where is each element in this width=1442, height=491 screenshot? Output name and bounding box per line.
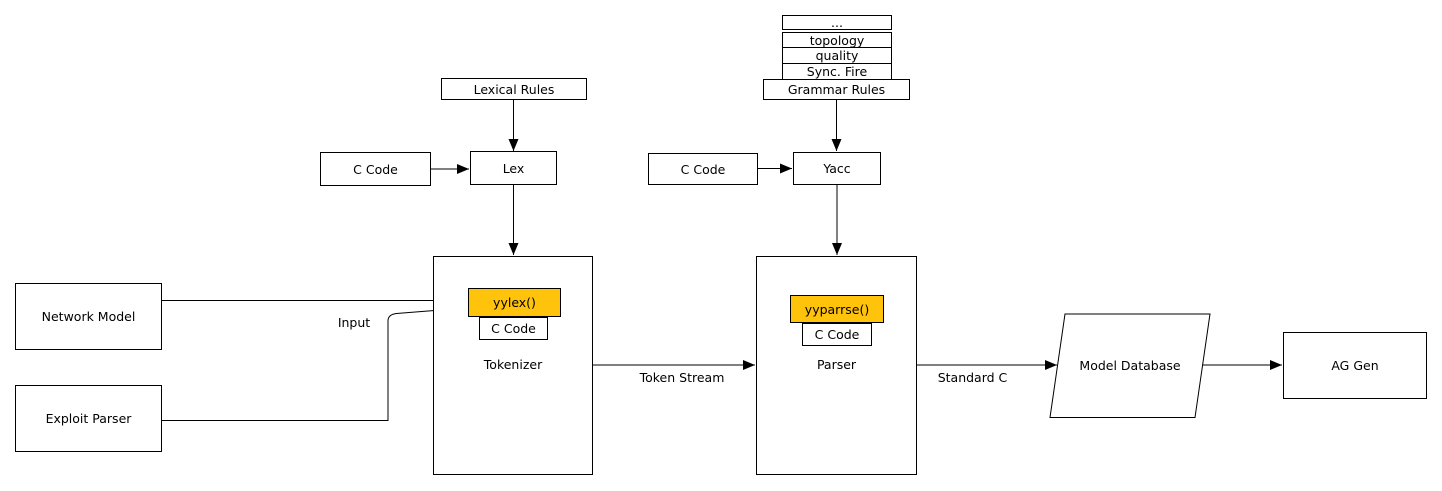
tokenizer-label: Tokenizer	[483, 357, 543, 372]
grammar-rules-node: Grammar Rules	[763, 79, 910, 100]
edge-exploit-parser-to-yylex	[162, 303, 467, 421]
ag-gen-node: AG Gen	[1283, 332, 1427, 399]
standard-c-edge-label: Standard C	[937, 370, 1008, 385]
stack-row-sync-fire: Sync. Fire	[782, 63, 892, 80]
tokenizer-node: yylex() C Code Tokenizer	[433, 256, 593, 475]
c-code-yacc-node: C Code	[648, 153, 758, 185]
model-database-shape	[1049, 313, 1211, 418]
lexical-rules-node: Lexical Rules	[441, 78, 587, 100]
stack-row-quality: quality	[782, 47, 892, 64]
yylex-function-node: yylex()	[468, 288, 561, 317]
parser-node: yyparrse() C Code Parser	[756, 256, 917, 475]
tokenizer-c-code-node: C Code	[479, 317, 548, 340]
yacc-node: Yacc	[793, 152, 881, 185]
exploit-parser-node: Exploit Parser	[15, 385, 162, 452]
parser-label: Parser	[816, 357, 857, 372]
token-stream-edge-label: Token Stream	[639, 370, 725, 385]
model-database-label: Model Database	[1079, 357, 1181, 373]
c-code-lex-node: C Code	[320, 152, 431, 186]
input-edge-label: Input	[337, 314, 371, 330]
stack-row-topology: topology	[782, 32, 892, 48]
yyparrse-function-node: yyparrse()	[790, 295, 884, 323]
lex-node: Lex	[470, 151, 557, 185]
parser-c-code-node: C Code	[802, 323, 872, 346]
stack-row-ellipsis: ...	[782, 15, 892, 30]
network-model-node: Network Model	[15, 283, 162, 350]
